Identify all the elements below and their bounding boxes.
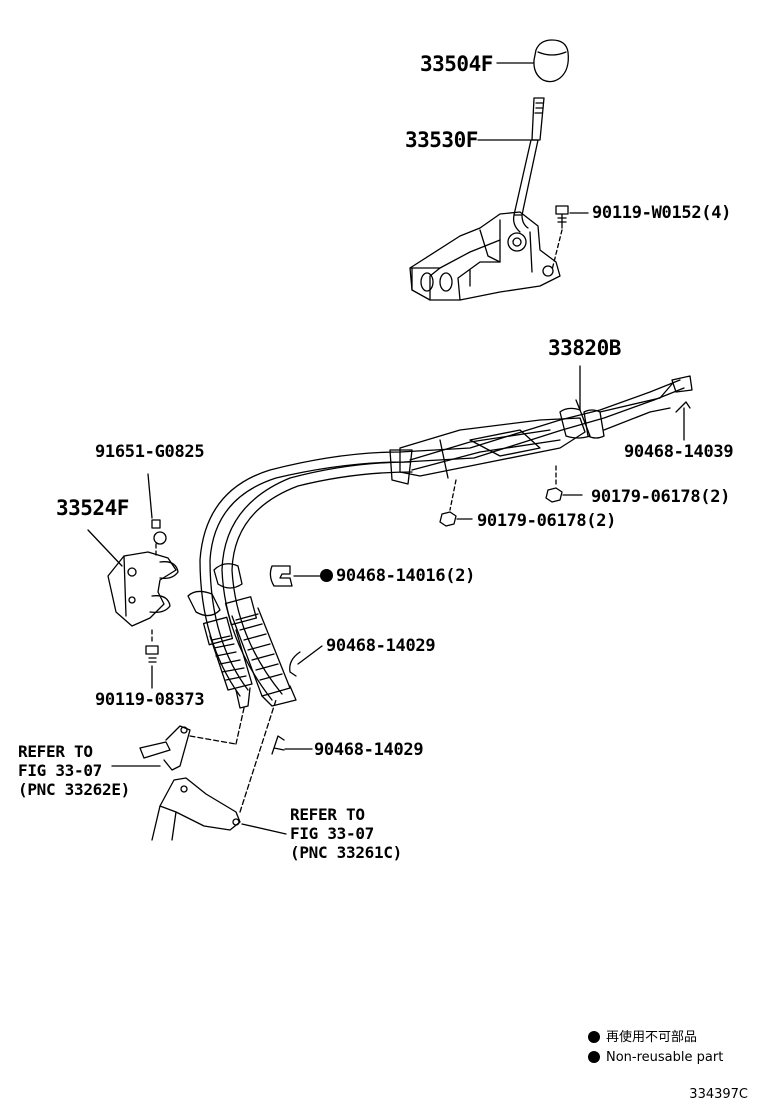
ref-left-line-2: FIG 33-07 xyxy=(18,761,102,780)
label-bolt-bracket-top: 91651-G0825 xyxy=(95,442,205,462)
nut-2-drawing xyxy=(439,479,457,527)
bracket-drawing xyxy=(107,551,179,627)
label-nut-2: 90179-06178(2) xyxy=(477,511,617,531)
ref-right-line-1: REFER TO xyxy=(290,805,365,824)
non-reusable-dot-icon xyxy=(588,1031,600,1043)
legend-en: Non-reusable part xyxy=(588,1050,723,1066)
label-clip-mid: 90468-14029 xyxy=(326,636,436,656)
label-knob: 33504F xyxy=(420,52,493,76)
label-clip-lower: 90468-14029 xyxy=(314,740,424,760)
bracket-bolt-top-drawing xyxy=(147,473,167,557)
clip-right-drawing xyxy=(675,401,691,413)
legend-jp-text: 再使用不可部品 xyxy=(606,1030,698,1045)
non-reusable-dot-icon xyxy=(320,569,333,582)
ref-left-line-1: REFER TO xyxy=(18,742,93,761)
label-bolt-bracket-bottom: 90119-08373 xyxy=(95,690,205,710)
figure-id: 334397C xyxy=(689,1087,748,1102)
leader-bracket xyxy=(87,529,123,567)
shift-lever-drawing xyxy=(512,97,545,233)
label-bolt-top: 90119-W0152(4) xyxy=(592,203,732,223)
legend-en-text: Non-reusable part xyxy=(606,1050,724,1065)
label-lever: 33530F xyxy=(405,128,478,152)
shift-knob-drawing xyxy=(533,39,569,83)
clip-mid-drawing xyxy=(289,651,301,677)
ref-right-line-2: FIG 33-07 xyxy=(290,824,374,843)
lever-housing-drawing xyxy=(409,211,561,301)
nut-1-drawing xyxy=(545,465,563,503)
clip-lower-drawing xyxy=(271,735,285,755)
clip-nonreusable-drawing xyxy=(269,565,293,587)
lower-right-base-drawing xyxy=(151,699,277,841)
lower-left-linkage-drawing xyxy=(139,707,245,771)
label-cable-assy: 33820B xyxy=(548,336,621,360)
label-bracket: 33524F xyxy=(56,496,129,520)
leader-ref-right xyxy=(241,823,287,835)
leader-clip-mid xyxy=(297,645,323,665)
non-reusable-dot-icon xyxy=(588,1051,600,1063)
label-clip-nonreusable: 90468-14016(2) xyxy=(320,566,475,586)
bolt-top-drawing xyxy=(551,205,569,271)
bracket-bolt-bottom-drawing xyxy=(145,629,159,689)
legend-jp: 再使用不可部品 xyxy=(588,1030,697,1046)
ref-right-line-3: (PNC 33261C) xyxy=(290,843,402,862)
ref-left-line-3: (PNC 33262E) xyxy=(18,780,130,799)
cable-assembly-drawing xyxy=(187,375,693,709)
label-clip-nonreusable-text: 90468-14016(2) xyxy=(336,566,476,586)
label-nut-1: 90179-06178(2) xyxy=(591,487,731,507)
label-clip-right: 90468-14039 xyxy=(624,442,734,462)
